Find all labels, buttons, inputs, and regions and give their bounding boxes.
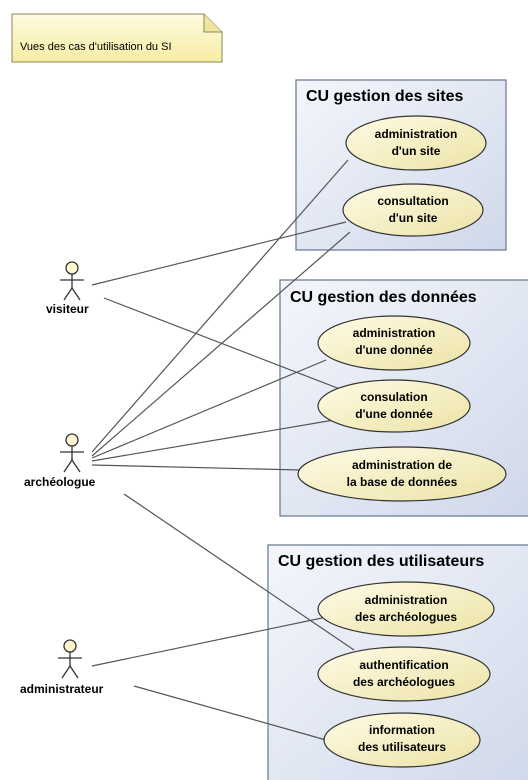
svg-text:des utilisateurs: des utilisateurs: [358, 740, 446, 754]
use-case-administration-site: administration d'un site: [345, 115, 487, 171]
svg-text:d'un site: d'un site: [392, 144, 441, 158]
svg-text:d'une donnée: d'une donnée: [355, 407, 433, 421]
associations: [91, 159, 359, 741]
use-case-consultation-site: consultation d'un site: [342, 183, 484, 237]
package-title-utilisateurs: CU gestion des utilisateurs: [278, 553, 484, 570]
actor-label-visiteur: visiteur: [46, 302, 89, 316]
note-text: Vues des cas d'utilisation du SI: [20, 41, 172, 53]
actor-label-administrateur: administrateur: [20, 682, 104, 696]
svg-text:d'un site: d'un site: [389, 211, 438, 225]
actor-figure-icon: [58, 639, 82, 679]
svg-text:consultation: consultation: [377, 194, 448, 208]
svg-text:authentification: authentification: [359, 658, 448, 672]
svg-text:des archéologues: des archéologues: [355, 610, 457, 624]
note: Vues des cas d'utilisation du SI: [11, 13, 223, 63]
use-case-administration-donnee: administration d'une donnée: [317, 315, 471, 371]
svg-text:la base de données: la base de données: [347, 475, 458, 489]
use-case-consultation-donnee: consulation d'une donnée: [317, 379, 471, 433]
svg-text:d'une donnée: d'une donnée: [355, 343, 433, 357]
actor-archeologue: archéologue: [24, 433, 96, 489]
svg-text:administration: administration: [375, 127, 458, 141]
package-title-sites: CU gestion des sites: [306, 88, 463, 105]
use-case-authentification-archeologues: authentification des archéologues: [317, 646, 491, 702]
package-title-donnees: CU gestion des données: [290, 289, 477, 306]
use-case-administration-archeologues: administration des archéologues: [317, 581, 495, 637]
svg-text:administration de: administration de: [352, 458, 452, 472]
svg-text:des archéologues: des archéologues: [353, 675, 455, 689]
svg-text:information: information: [369, 723, 435, 737]
use-case-information-utilisateurs: information des utilisateurs: [323, 712, 481, 768]
actor-visiteur: visiteur: [46, 261, 89, 316]
actor-figure-icon: [60, 433, 84, 473]
actor-administrateur: administrateur: [20, 639, 104, 696]
actor-figure-icon: [60, 261, 84, 301]
actor-label-archeologue: archéologue: [24, 475, 96, 489]
svg-text:administration: administration: [353, 326, 436, 340]
svg-text:administration: administration: [365, 593, 448, 607]
svg-text:consulation: consulation: [360, 390, 427, 404]
use-case-administration-base: administration de la base de données: [297, 446, 507, 502]
